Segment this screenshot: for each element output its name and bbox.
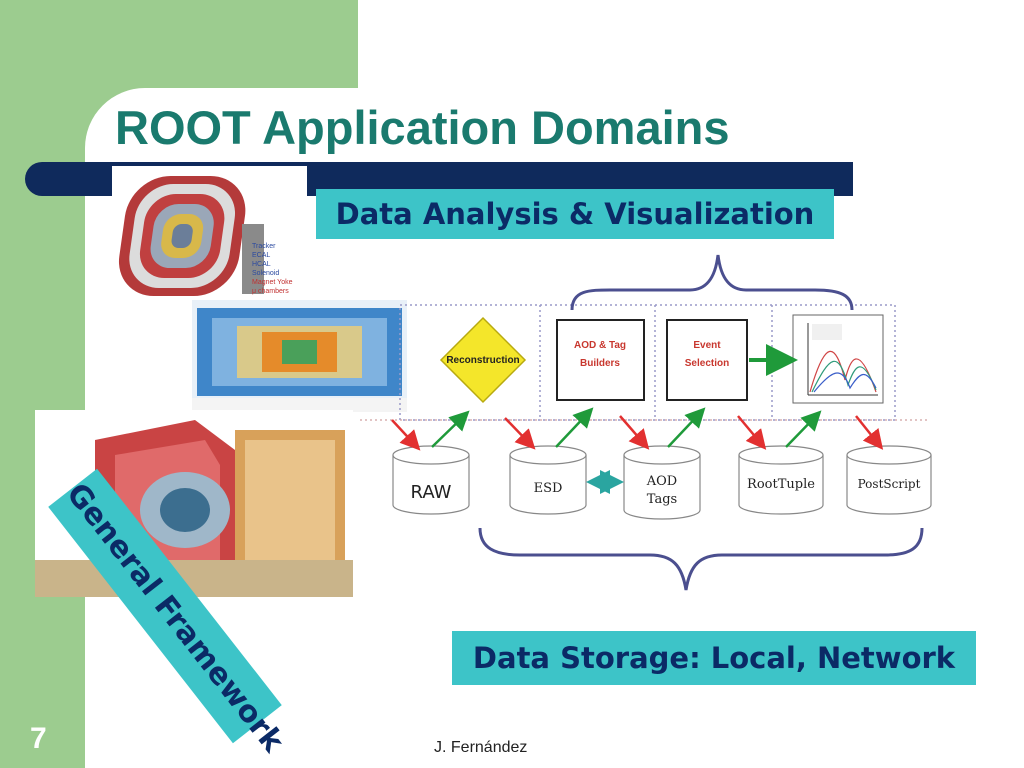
detector-image-atlas [192,300,407,412]
event-selection-label-2: Selection [685,358,729,369]
postscript-storage-cylinder: PostScript [846,445,932,515]
aod-tags-label-1: AOD [646,474,677,489]
aod-builders-label-1: AOD & Tag [574,340,626,351]
legend-solenoid: Solenoid [252,270,279,277]
legend-magnet-yoke: Magnet Yoke [252,279,293,286]
detector-image-cms: Tracker ECAL HCAL Solenoid Magnet Yoke μ… [112,166,307,306]
data-analysis-label: Data Analysis & Visualization [316,189,834,239]
arrow-red-to-raw [391,419,421,451]
arrow-green-raw-up [431,410,470,448]
legend-tracker: Tracker [252,243,276,250]
author-footer: J. Fernández [434,739,528,756]
reconstruction-label: Reconstruction [446,355,519,366]
arrow-red-to-aod [619,415,650,450]
arrow-green-aod-up [667,407,706,448]
arrow-green-roottuple-up [785,410,822,448]
histogram-plot-thumbnail [792,314,884,404]
raw-storage-cylinder: RAW [392,445,470,515]
aod-tags-storage-cylinder: AOD Tags [623,445,701,520]
roottuple-label: RootTuple [747,477,815,492]
aod-tags-label-2: Tags [647,492,677,507]
slide-number: 7 [30,722,47,755]
aod-builders-label-2: Builders [580,358,620,369]
reconstruction-diamond [439,316,527,404]
slide-title: ROOT Application Domains [115,101,730,154]
event-selection-label-1: Event [693,340,721,351]
arrow-red-to-roottuple [737,415,767,450]
esd-label: ESD [534,481,563,496]
top-brace [570,254,854,311]
data-storage-label: Data Storage: Local, Network [452,631,976,685]
raw-label: RAW [411,482,452,503]
legend-hcal: HCAL [252,261,271,268]
legend-mu-chambers: μ chambers [252,288,289,295]
arrow-green-esd-up [555,407,594,448]
postscript-label: PostScript [858,477,921,491]
aod-builders-box [556,319,645,401]
roottuple-storage-cylinder: RootTuple [738,445,824,515]
detector-image-cdf [35,410,353,597]
arrow-red-to-esd [504,417,536,450]
bottom-brace [478,527,924,591]
arrow-red-to-postscript [855,415,884,450]
esd-storage-cylinder: ESD [509,445,587,515]
legend-ecal: ECAL [252,252,270,259]
event-selection-box [666,319,748,401]
